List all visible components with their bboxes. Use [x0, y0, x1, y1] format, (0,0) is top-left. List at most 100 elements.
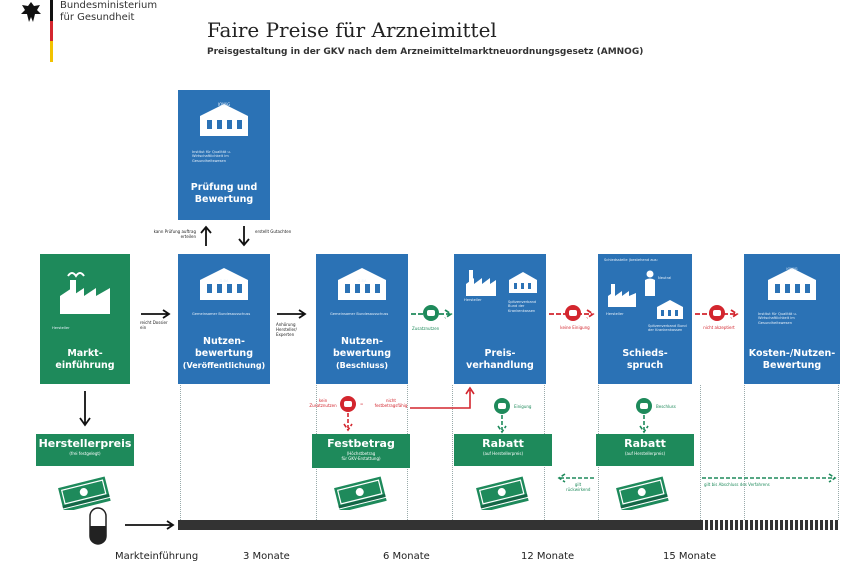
arrow-right-red-icon — [695, 309, 739, 319]
pill-icon — [89, 507, 107, 545]
factory-icon — [608, 284, 636, 307]
label-nicht-festbetrag: nicht festbetragsfähig — [374, 398, 408, 408]
org-name-right: Spitzenverband Bund der Krankenkassen — [648, 324, 687, 333]
price-subtitle: (frei festgelegt) — [69, 451, 101, 456]
rabatt-box-1: Rabatt (auf Herstellerpreis) — [454, 434, 552, 466]
thumbs-up-icon — [423, 305, 439, 321]
label-reicht-dossier: reicht Dossier ein — [140, 320, 168, 330]
price-title: Rabatt — [482, 437, 524, 450]
box-title: Markt-einführung — [55, 348, 115, 371]
eagle-logo-icon — [21, 2, 41, 22]
pruefung-box: IQWiG Institut für Qualität u. Wirtschaf… — [178, 90, 270, 220]
money-icon — [616, 476, 669, 510]
ministry-line2: für Gesundheit — [60, 12, 135, 23]
arrow-down-green-icon — [639, 415, 649, 434]
factory-icon — [60, 272, 110, 314]
building-icon — [200, 104, 248, 136]
guide-line — [700, 385, 701, 520]
label-einigung: Einigung — [514, 404, 532, 409]
box-title: Preis-verhandlung — [466, 348, 534, 371]
box-title: Nutzen-bewertung(Beschluss) — [332, 336, 392, 370]
building-icon — [200, 268, 248, 300]
org-name-left: Hersteller — [606, 312, 624, 316]
label-erstellt: erstellt Gutachten — [255, 229, 292, 234]
guide-line — [180, 385, 181, 520]
thumbs-down-icon — [340, 396, 356, 412]
arrow-left-green-icon — [557, 473, 594, 483]
org-name: Hersteller — [52, 326, 70, 330]
building-icon — [657, 300, 683, 319]
money-icon — [476, 476, 529, 510]
ministry-line1: Bundesministerium — [60, 0, 158, 11]
arrow-right-green-icon — [702, 473, 837, 483]
arrow-right-icon — [141, 309, 171, 319]
box-title: Nutzen-bewertung(Veröffentlichung) — [182, 336, 266, 370]
box-title: Schieds-spruch — [622, 348, 668, 371]
arrow-down-green-icon — [497, 415, 507, 434]
timeline-bar — [178, 520, 700, 530]
price-subtitle: (Höchstbetrag — [346, 451, 376, 456]
label-gilt-bis: gilt bis Abschluss des Verfahrens — [704, 482, 770, 487]
preisverhandlung-box: Hersteller Spitzenverband Bund der Krank… — [454, 254, 546, 384]
guide-line — [452, 385, 453, 520]
thumbs-up-icon — [494, 398, 510, 414]
arrow-right-icon — [277, 309, 307, 319]
price-subtitle: (auf Herstellerpreis) — [624, 451, 666, 456]
org-name: Gemeinsamer Bundesausschuss — [192, 312, 251, 316]
timeline-tick-label: 15 Monate — [663, 551, 717, 562]
house-tag: G-BA — [357, 279, 367, 283]
nutzenbewertung-veroeffentlichung-box: G-BA Gemeinsamer Bundesausschuss Nutzen-… — [178, 254, 270, 384]
arrow-up-icon — [200, 225, 212, 246]
arrow-right-green-icon — [411, 309, 453, 319]
person-icon — [645, 270, 655, 296]
arrow-down-icon — [238, 226, 250, 247]
arrow-right-icon — [125, 520, 175, 530]
label-gilt-rueckwirkend: gilt rückwirkend — [566, 482, 591, 492]
timeline-tick-label: 12 Monate — [521, 551, 575, 562]
org-name-right: Spitzenverband Bund der Krankenkassen — [508, 300, 537, 313]
price-title: Rabatt — [624, 437, 666, 450]
guide-line — [744, 385, 745, 520]
timeline-bar-open — [700, 520, 840, 530]
org-name-left: Hersteller — [464, 298, 482, 302]
neutral-label: Neutral — [658, 276, 672, 280]
schiedsstelle-header: Schiedsstelle (bestehend aus: — [604, 258, 658, 262]
org-name: Gemeinsamer Bundesausschuss — [330, 312, 389, 316]
house-tag: IQWiG — [786, 267, 798, 271]
price-subtitle: (auf Herstellerpreis) — [482, 451, 524, 456]
kosten-nutzen-bewertung-box: IQWiG Institut für Qualität u. Wirtschaf… — [744, 254, 840, 384]
rabatt-box-2: Rabatt (auf Herstellerpreis) — [596, 434, 694, 466]
building-icon — [509, 272, 537, 293]
festbetrag-box: Festbetrag (Höchstbetrag für GKV-Erstatt… — [312, 434, 410, 468]
label-kein-zusatznutzen: kein Zusatznutzen — [309, 398, 337, 408]
label-anhoerung: Anhörung Hersteller/ Experten — [276, 322, 297, 337]
thumbs-down-icon — [565, 305, 581, 321]
money-icon — [58, 476, 111, 510]
arrow-down-icon — [79, 391, 91, 427]
timeline-tick-label: 6 Monate — [383, 551, 430, 562]
money-icon — [334, 476, 387, 510]
box-title: Kosten-/Nutzen-Bewertung — [748, 348, 836, 371]
page-title: Faire Preise für Arzneimittel — [207, 18, 497, 42]
timeline-tick-label: Markteinführung — [115, 551, 199, 562]
building-icon — [338, 268, 386, 300]
label-zusatznutzen: Zusatznutzen — [412, 326, 440, 331]
house-tag: IQWiG — [217, 102, 231, 107]
markteinfuehrung-box: Hersteller Markt-einführung — [40, 254, 130, 384]
price-title: Herstellerpreis — [38, 437, 132, 450]
label-kann-pruefung: kann Prüfung auftrag erteilen — [153, 229, 196, 239]
building-icon — [768, 268, 816, 300]
price-subtitle: für GKV-Erstattung) — [341, 456, 381, 461]
house-tag: G-BA — [219, 279, 229, 283]
schiedsspruch-box: Schiedsstelle (bestehend aus: Neutral He… — [598, 254, 692, 384]
arrow-elbow-red-icon — [410, 386, 475, 409]
org-name: Institut für Qualität u. Wirtschaftlichk… — [192, 150, 231, 163]
german-flag-stripe — [50, 0, 53, 62]
nutzenbewertung-beschluss-box: G-BA Gemeinsamer Bundesausschuss Nutzen-… — [316, 254, 408, 384]
timeline-tick-label: 3 Monate — [243, 551, 290, 562]
herstellerpreis-box: Herstellerpreis (frei festgelegt) — [36, 434, 134, 466]
thumbs-down-icon — [709, 305, 725, 321]
page-subtitle: Preisgestaltung in der GKV nach dem Arzn… — [207, 47, 644, 57]
equals-sign: = — [360, 401, 364, 406]
